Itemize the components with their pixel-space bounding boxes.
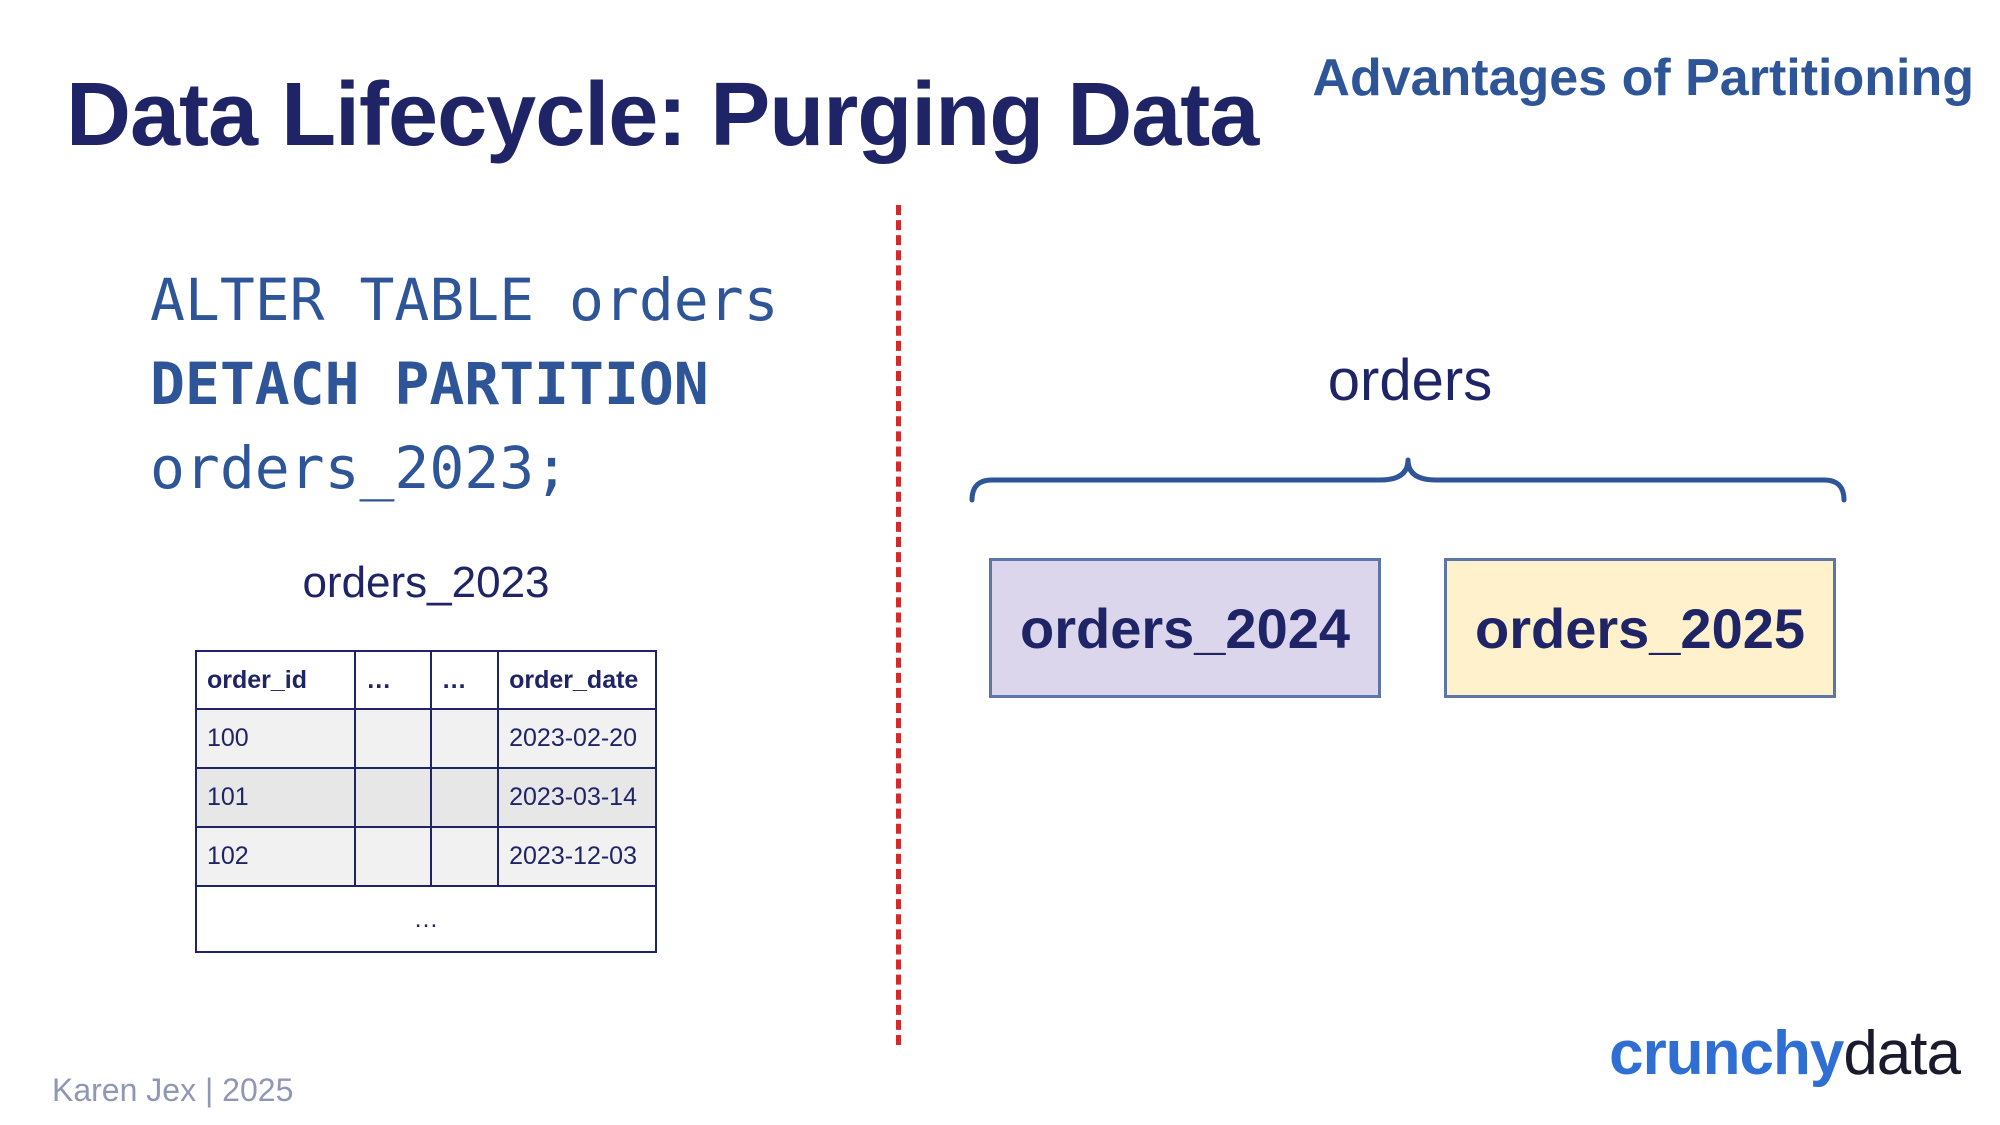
curly-brace-icon — [969, 457, 1847, 503]
column-header: … — [429, 650, 500, 710]
table-cell: 2023-12-03 — [497, 826, 657, 887]
table-header-row: order_id … … order_date — [194, 650, 657, 710]
code-line-alter-table: ALTER TABLE orders — [150, 266, 779, 334]
ellipsis-cell: … — [195, 885, 657, 953]
table-cell — [429, 767, 500, 828]
detached-orders-table: order_id … … order_date 100 2023-02-20 1… — [194, 650, 657, 953]
table-cell: 101 — [194, 767, 357, 828]
table-row: 102 2023-12-03 — [194, 826, 657, 887]
footer-credit: Karen Jex | 2025 — [52, 1072, 294, 1108]
dashed-divider — [896, 205, 901, 1045]
column-header: order_id — [194, 650, 357, 710]
table-cell — [429, 826, 500, 887]
table-cell — [354, 767, 432, 828]
section-label: Advantages of Partitioning — [1312, 49, 1974, 107]
code-line-partition-name: orders_2023; — [150, 434, 570, 502]
table-more-row: … — [195, 885, 657, 953]
table-row: 100 2023-02-20 — [194, 708, 657, 769]
column-header: … — [354, 650, 432, 710]
table-row: 101 2023-03-14 — [194, 767, 657, 828]
logo-word-crunchy: crunchy — [1609, 1019, 1844, 1088]
partition-orders-2025: orders_2025 — [1444, 558, 1836, 698]
slide-title: Data Lifecycle: Purging Data — [66, 65, 1259, 165]
code-line-detach-partition: DETACH PARTITION — [150, 350, 709, 418]
parent-table-label: orders — [1327, 348, 1493, 413]
table-cell: 100 — [194, 708, 357, 769]
table-cell: 102 — [194, 826, 357, 887]
partition-orders-2024: orders_2024 — [989, 558, 1381, 698]
column-header: order_date — [497, 650, 657, 710]
detached-table-caption: orders_2023 — [302, 558, 550, 607]
table-cell: 2023-02-20 — [497, 708, 657, 769]
table-cell — [429, 708, 500, 769]
logo-word-data: data — [1843, 1019, 1961, 1088]
crunchy-data-logo: crunchydata — [1609, 1018, 1961, 1089]
table-cell — [354, 826, 432, 887]
sql-code-block: ALTER TABLE orders DETACH PARTITION orde… — [150, 258, 779, 510]
table-cell — [354, 708, 432, 769]
table-cell: 2023-03-14 — [497, 767, 657, 828]
